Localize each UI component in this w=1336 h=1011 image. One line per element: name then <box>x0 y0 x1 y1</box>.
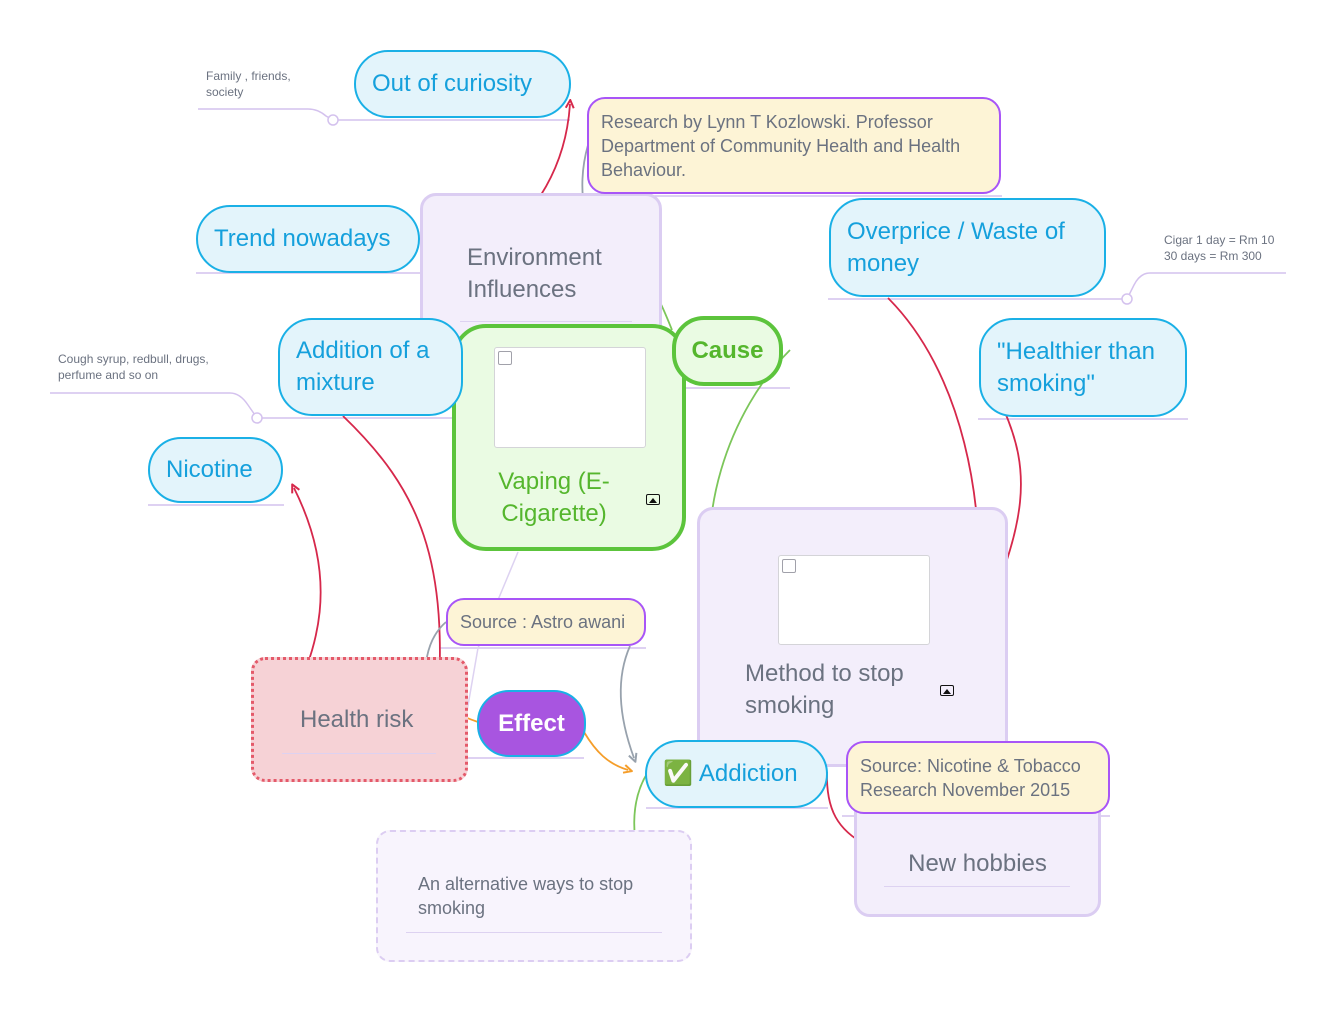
note-cigar-line2: 30 days = Rm 300 <box>1164 249 1262 263</box>
astro-awani-text: Source : Astro awani <box>460 612 626 632</box>
central-image <box>494 347 646 448</box>
health-risk-node[interactable]: Health risk <box>251 657 468 782</box>
health-risk-underline <box>282 753 436 754</box>
note-cigar: Cigar 1 day = Rm 10 30 days = Rm 300 <box>1164 232 1324 264</box>
method-to-stop-node[interactable]: Method to stop smoking <box>697 507 1008 767</box>
alternative-node[interactable]: An alternative ways to stop smoking <box>376 830 692 962</box>
central-topic-node[interactable]: Vaping (E-Cigarette) <box>452 324 686 551</box>
branch-dot <box>1121 293 1133 305</box>
healthier-than-smoking-node[interactable]: "Healthier than smoking" <box>979 318 1187 417</box>
new-hobbies-label: New hobbies <box>908 849 1047 877</box>
effect-label: Effect <box>498 709 565 737</box>
central-topic-label: Vaping (E-Cigarette) <box>498 468 610 527</box>
addition-of-mixture-label: Addition of a mixture <box>296 337 430 396</box>
branch-line <box>50 392 460 419</box>
cause-node[interactable]: Cause <box>672 316 783 386</box>
addiction-label: Addiction <box>698 760 798 787</box>
check-mark-icon: ✅ <box>663 760 693 787</box>
addiction-node[interactable]: ✅ Addiction <box>645 740 828 808</box>
note-cough: Cough syrup, redbull, drugs, perfume and… <box>58 352 209 382</box>
image-icon[interactable] <box>940 685 954 696</box>
healthier-than-smoking-label: "Healthier than smoking" <box>997 337 1155 397</box>
nicotine-node[interactable]: Nicotine <box>148 437 283 503</box>
image-icon[interactable] <box>646 494 660 505</box>
branch-line <box>198 108 570 121</box>
health-risk-label: Health risk <box>300 705 414 733</box>
overprice-node[interactable]: Overprice / Waste of money <box>829 198 1106 297</box>
cause-label: Cause <box>691 337 764 364</box>
out-of-curiosity-node[interactable]: Out of curiosity <box>354 50 571 118</box>
method-image <box>778 555 930 645</box>
alternative-label: An alternative ways to stop smoking <box>418 874 634 918</box>
environment-influences-node[interactable]: Environment Influences <box>420 193 662 343</box>
trend-nowadays-node[interactable]: Trend nowadays <box>196 205 420 273</box>
nicotine-label: Nicotine <box>166 456 253 483</box>
arrow-astro-addiction <box>620 645 634 758</box>
out-of-curiosity-label: Out of curiosity <box>372 70 533 97</box>
branch-dot <box>251 412 263 424</box>
nicotine-research-note[interactable]: Source: Nicotine & Tobacco Research Nove… <box>846 741 1110 814</box>
research-note-text: Research by Lynn T Kozlowski. Professor … <box>601 111 961 180</box>
branch-line <box>828 272 1286 300</box>
astro-awani-note[interactable]: Source : Astro awani <box>446 598 646 646</box>
arrow-effect-addiction <box>583 731 628 770</box>
research-note[interactable]: Research by Lynn T Kozlowski. Professor … <box>587 97 1001 194</box>
method-label: Method to stop smoking <box>745 660 904 719</box>
note-family: Family , friends, society <box>206 69 291 99</box>
broken-image-icon <box>498 351 512 365</box>
note-cigar-line1: Cigar 1 day = Rm 10 <box>1164 233 1275 247</box>
alternative-underline <box>406 932 662 933</box>
new-hobbies-underline <box>884 886 1070 887</box>
new-hobbies-node[interactable]: New hobbies <box>854 796 1101 917</box>
overprice-label: Overprice / Waste of money <box>847 217 1065 277</box>
broken-image-icon <box>782 559 796 573</box>
environment-underline <box>460 321 632 322</box>
nicotine-research-text: Source: Nicotine & Tobacco Research Nove… <box>860 755 1081 800</box>
addition-of-mixture-node[interactable]: Addition of a mixture <box>278 318 463 416</box>
environment-influences-label: Environment Influences <box>467 244 602 303</box>
effect-node[interactable]: Effect <box>477 690 586 757</box>
branch-dot <box>327 114 339 126</box>
trend-nowadays-label: Trend nowadays <box>214 225 391 252</box>
